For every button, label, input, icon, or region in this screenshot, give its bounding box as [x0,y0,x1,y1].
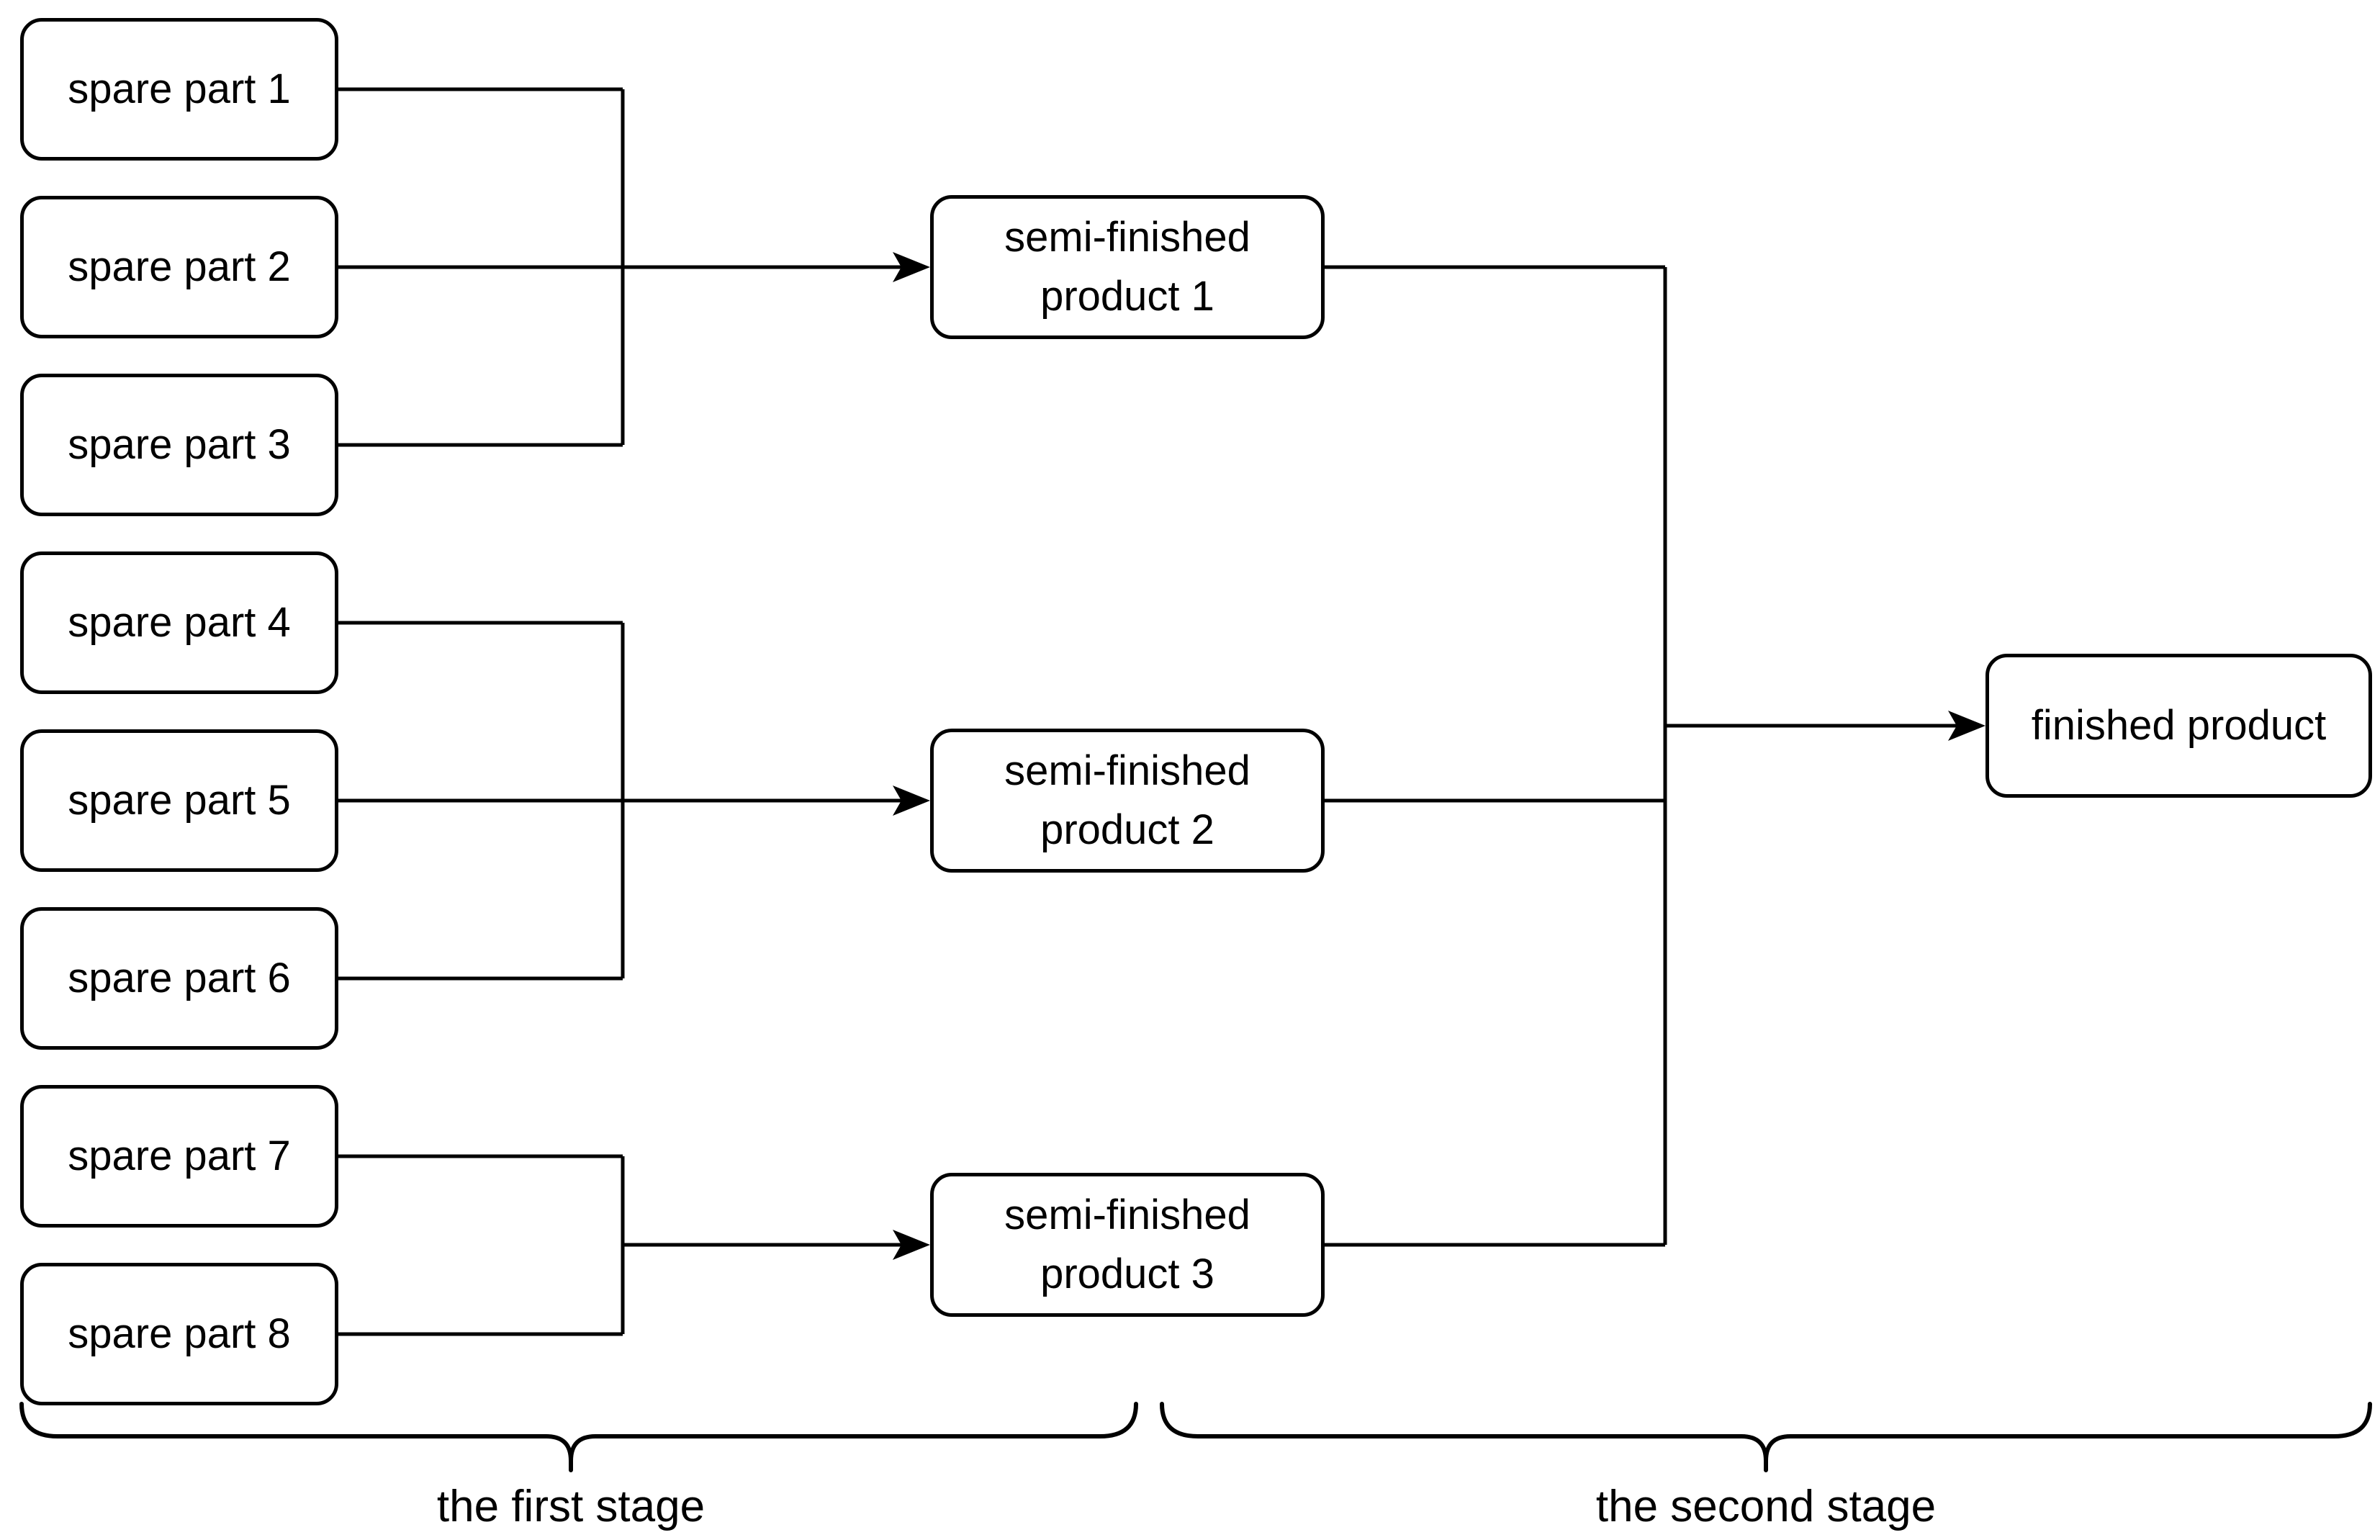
node-label: spare part 3 [68,420,291,468]
arrowhead-semi-product-3 [893,1230,930,1260]
node-label: spare part 5 [68,776,291,824]
node-label: semi-finished product 1 [1004,213,1250,320]
node-semi-finished-product-3: semi-finished product 3 [930,1173,1325,1317]
node-label: spare part 7 [68,1132,291,1179]
arrowhead-finished-product [1948,711,1985,741]
node-semi-finished-product-2: semi-finished product 2 [930,729,1325,873]
node-label: spare part 4 [68,598,291,646]
node-label: semi-finished product 3 [1004,1191,1250,1297]
node-semi-finished-product-1: semi-finished product 1 [930,195,1325,339]
node-label: semi-finished product 2 [1004,747,1250,853]
node-spare-part-8: spare part 8 [20,1263,338,1405]
node-spare-part-7: spare part 7 [20,1085,338,1228]
first-stage-brace [19,1402,1138,1472]
first-stage-label: the first stage [436,1482,706,1531]
arrowhead-semi-product-2 [893,785,930,816]
node-spare-part-6: spare part 6 [20,907,338,1050]
node-label: spare part 8 [68,1310,291,1357]
arrowhead-semi-product-1 [893,252,930,282]
node-spare-part-4: spare part 4 [20,551,338,694]
node-label: spare part 2 [68,243,291,290]
node-spare-part-2: spare part 2 [20,196,338,338]
node-spare-part-3: spare part 3 [20,374,338,516]
second-stage-label: the second stage [1595,1482,1937,1531]
node-label: spare part 1 [68,65,291,112]
node-spare-part-5: spare part 5 [20,729,338,872]
node-spare-part-1: spare part 1 [20,18,338,161]
node-label: finished product [2031,701,2327,749]
second-stage-brace [1160,1402,2372,1472]
node-label: spare part 6 [68,954,291,1001]
node-finished-product: finished product [1985,654,2372,798]
